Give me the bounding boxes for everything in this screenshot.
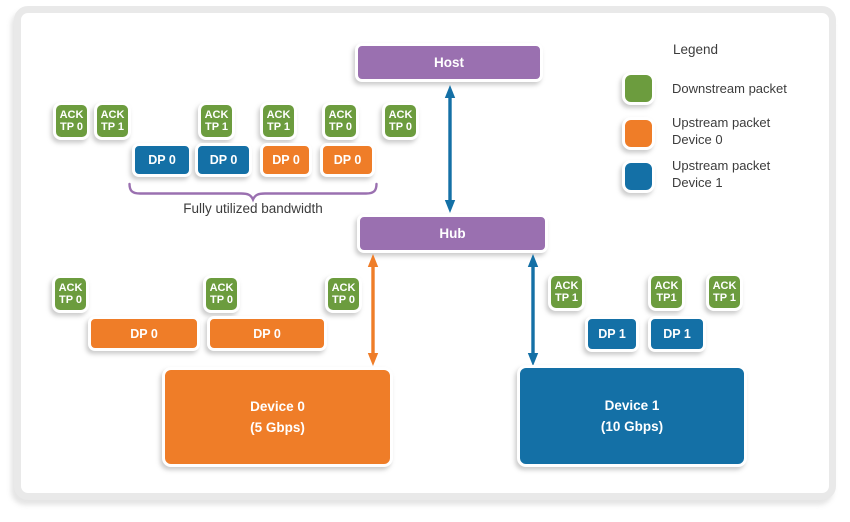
host-label: Host: [434, 55, 464, 70]
dp-packet: DP 0: [260, 143, 312, 177]
ack-line1: ACK: [209, 282, 234, 294]
ack-line1: ACK: [100, 109, 125, 121]
ack-line2: TP 1: [266, 121, 291, 133]
ack-line1: ACK: [58, 282, 83, 294]
ack-line1: ACK: [328, 109, 353, 121]
hub-node: Hub: [357, 214, 548, 253]
ack-line2: TP 0: [331, 294, 356, 306]
dp-label: DP 0: [333, 153, 362, 167]
dp-label: DP 0: [253, 326, 281, 341]
legend-title: Legend: [673, 42, 719, 57]
legend-line: Upstream packet: [672, 115, 771, 130]
ack-line1: ACK: [654, 280, 679, 292]
ack-line2: TP 0: [388, 121, 413, 133]
ack-line1: ACK: [388, 109, 413, 121]
legend-line: Device 0: [672, 131, 723, 147]
diagram-frame: [14, 6, 836, 500]
dp-packet: DP 1: [585, 316, 639, 352]
dp-packet: DP 0: [88, 316, 200, 351]
dp-packet: DP 0: [132, 143, 192, 177]
dp-packet: DP 0: [207, 316, 327, 351]
dp-label: DP 0: [130, 326, 158, 341]
legend-item-label: Upstream packet Device 1: [672, 158, 770, 191]
ack-line1: ACK: [331, 282, 356, 294]
ack-line1: ACK: [204, 109, 229, 121]
brace-label: Fully utilized bandwidth: [183, 201, 323, 216]
ack-line2: TP 0: [59, 121, 84, 133]
device1-name: Device 1: [604, 398, 660, 413]
legend-line: Downstream packet: [672, 81, 787, 96]
dp-label: DP 1: [663, 327, 691, 341]
legend-item-label: Downstream packet: [672, 81, 787, 98]
dp-packet: DP 0: [195, 143, 252, 177]
hub-device1-arrow: [527, 254, 539, 366]
ack-line1: ACK: [266, 109, 291, 121]
ack-line2: TP 1: [100, 121, 125, 133]
ack-line1: ACK: [712, 280, 737, 292]
host-hub-arrow: [444, 85, 456, 213]
legend-item-label: Upstream packet Device 0: [672, 115, 770, 148]
legend-line: Upstream packet: [672, 158, 771, 173]
legend-swatch-upstream-device0: [622, 117, 655, 150]
device0-node: Device 0 (5 Gbps): [162, 367, 393, 467]
dp-label: DP 0: [148, 153, 176, 167]
ack-line2: TP 0: [58, 294, 83, 306]
legend-swatch-downstream: [622, 72, 655, 105]
device1-node: Device 1 (10 Gbps): [517, 365, 747, 467]
ack-line2: TP1: [656, 292, 677, 304]
dp-packet: DP 1: [648, 316, 706, 352]
dp-packet: DP 0: [320, 143, 375, 177]
ack-line2: TP 0: [328, 121, 353, 133]
host-node: Host: [355, 43, 543, 82]
ack-line1: ACK: [554, 280, 579, 292]
ack-line2: TP 0: [209, 294, 234, 306]
dp-label: DP 0: [209, 153, 238, 167]
dp-label: DP 0: [272, 153, 300, 167]
ack-line2: TP 1: [712, 292, 737, 304]
device0-rate: (5 Gbps): [250, 420, 305, 435]
dp-label: DP 1: [598, 327, 626, 341]
legend-swatch-upstream-device1: [622, 160, 655, 193]
ack-line2: TP 1: [554, 292, 579, 304]
device0-name: Device 0: [250, 399, 305, 414]
ack-line2: TP 1: [204, 121, 229, 133]
legend-line: Device 1: [672, 174, 723, 190]
hub-label: Hub: [439, 226, 466, 241]
ack-line1: ACK: [59, 109, 84, 121]
device1-rate: (10 Gbps): [600, 419, 664, 434]
bandwidth-brace: [128, 182, 378, 203]
hub-device0-arrow: [367, 254, 379, 366]
